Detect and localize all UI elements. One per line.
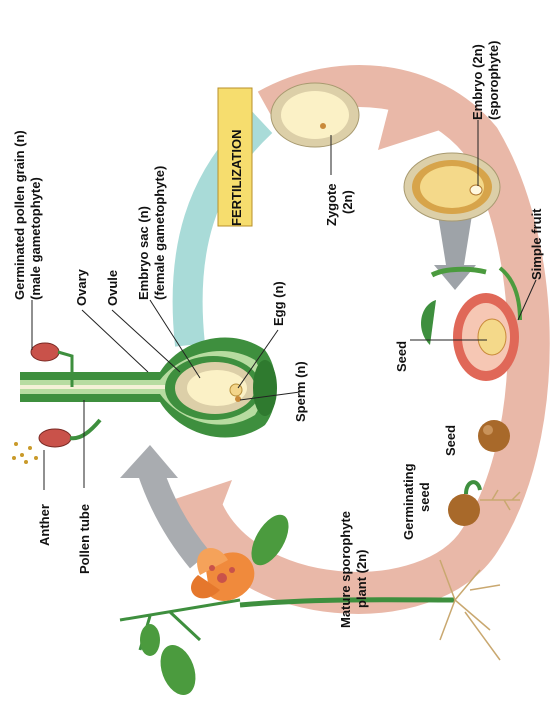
fertilization-box: FERTILIZATION [217, 87, 253, 227]
label-germinating-seed: seed [417, 482, 432, 512]
label-mature-sporophyte: Mature sporophyte [338, 511, 353, 628]
label-germinated-pollen-grain: Germinated pollen grain (n) [12, 130, 27, 300]
development-arrow [434, 215, 476, 290]
simple-fruit [421, 266, 522, 381]
label-simple-fruit: Simple fruit [529, 208, 544, 280]
mature-sporophyte-plant [119, 514, 501, 696]
germinating-seed [448, 480, 521, 526]
zygote [270, 82, 360, 148]
label-ovary: Ovary [74, 268, 89, 306]
label-seed: Seed [443, 425, 458, 456]
egg [229, 383, 243, 397]
svg-text:FERTILIZATION: FERTILIZATION [229, 129, 244, 226]
seed [478, 420, 510, 452]
carpel-cross-section [20, 337, 277, 438]
label-male-gametophyte: (male gametophyte) [28, 177, 43, 300]
pollination-arrow [120, 445, 211, 569]
anther [12, 418, 102, 464]
label-seed-in-fruit: Seed [394, 341, 409, 372]
germinated-pollen-grain [30, 342, 74, 370]
label-pollen-tube: Pollen tube [77, 504, 92, 574]
label-female-gametophyte: (female gametophyte) [152, 166, 167, 300]
cycle-arrow [172, 65, 550, 614]
label-egg: Egg (n) [271, 281, 286, 326]
leader-lines [31, 120, 537, 490]
label-sperm: Sperm (n) [293, 361, 308, 422]
label-embryo-sac: Embryo sac (n) [136, 206, 151, 300]
label-ovule: Ovule [105, 270, 120, 306]
label-zygote-ploidy: (2n) [340, 190, 355, 214]
label-zygote: Zygote [324, 183, 339, 226]
label-embryo: Embryo (2n) [470, 44, 485, 120]
sperm [235, 396, 241, 402]
label-anther: Anther [37, 504, 52, 546]
embryo [403, 152, 501, 222]
label-sporophyte-plant: plant (2n) [354, 550, 369, 609]
label-germinating: Germinating [401, 463, 416, 540]
label-sporophyte: (sporophyte) [486, 41, 501, 120]
embryo-sac [187, 370, 247, 406]
